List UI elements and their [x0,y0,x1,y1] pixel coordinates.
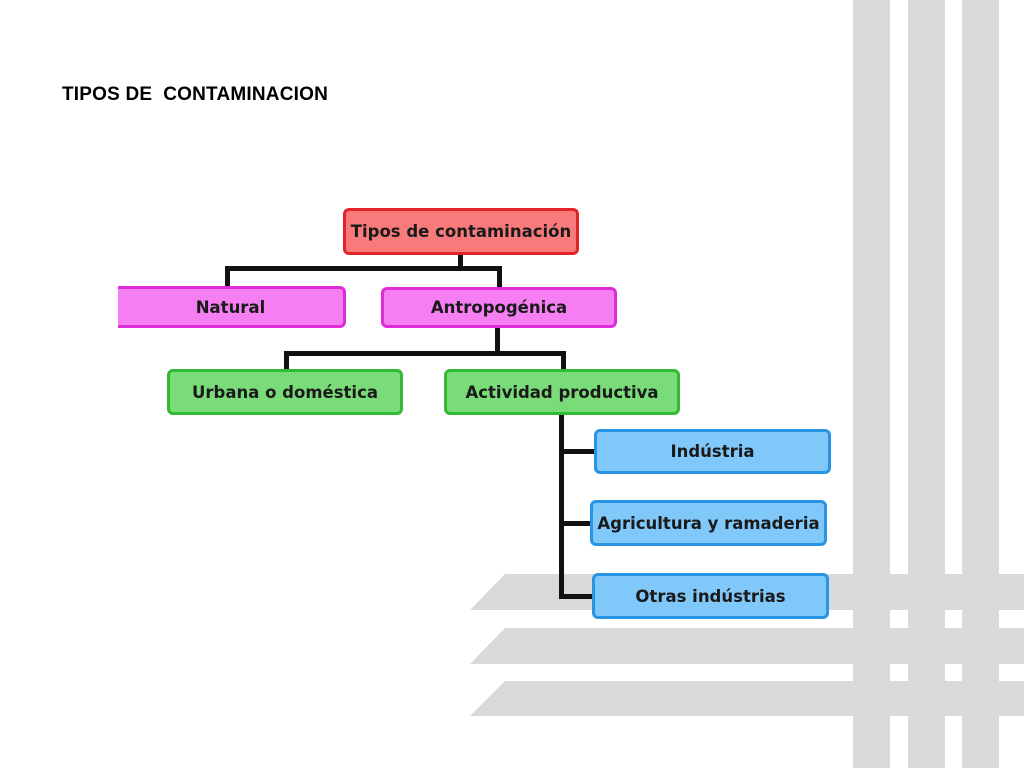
node-tipos-de-contaminacion: Tipos de contaminación [343,208,579,255]
node-agricultura-y-ramaderia: Agricultura y ramaderia [590,500,827,546]
connector-to-natural [225,266,230,288]
diagonal-stripe [470,628,1024,664]
node-industria: Indústria [594,429,831,474]
connector-to-antropogenica [497,266,502,288]
connector-root-bar [225,266,502,271]
connector-to-urbana [284,351,289,371]
diagonal-stripe [470,681,1024,716]
connector-actividad-trunk [559,413,564,599]
node-natural: Natural [118,286,346,328]
node-otras-industrias: Otras indústrias [592,573,829,619]
connector-to-otras [559,594,595,599]
node-urbana-o-domestica: Urbana o doméstica [167,369,403,415]
node-actividad-productiva: Actividad productiva [444,369,680,415]
slide-title: TIPOS DE CONTAMINACION [62,84,329,105]
connector-to-actividad [561,351,566,371]
connector-antropogenica-down [495,326,500,354]
connector-to-agricultura [559,521,593,526]
connector-level2-bar [284,351,566,356]
node-antropogenica: Antropogénica [381,287,617,328]
connector-to-industria [559,449,597,454]
connector-root-down [458,254,463,268]
